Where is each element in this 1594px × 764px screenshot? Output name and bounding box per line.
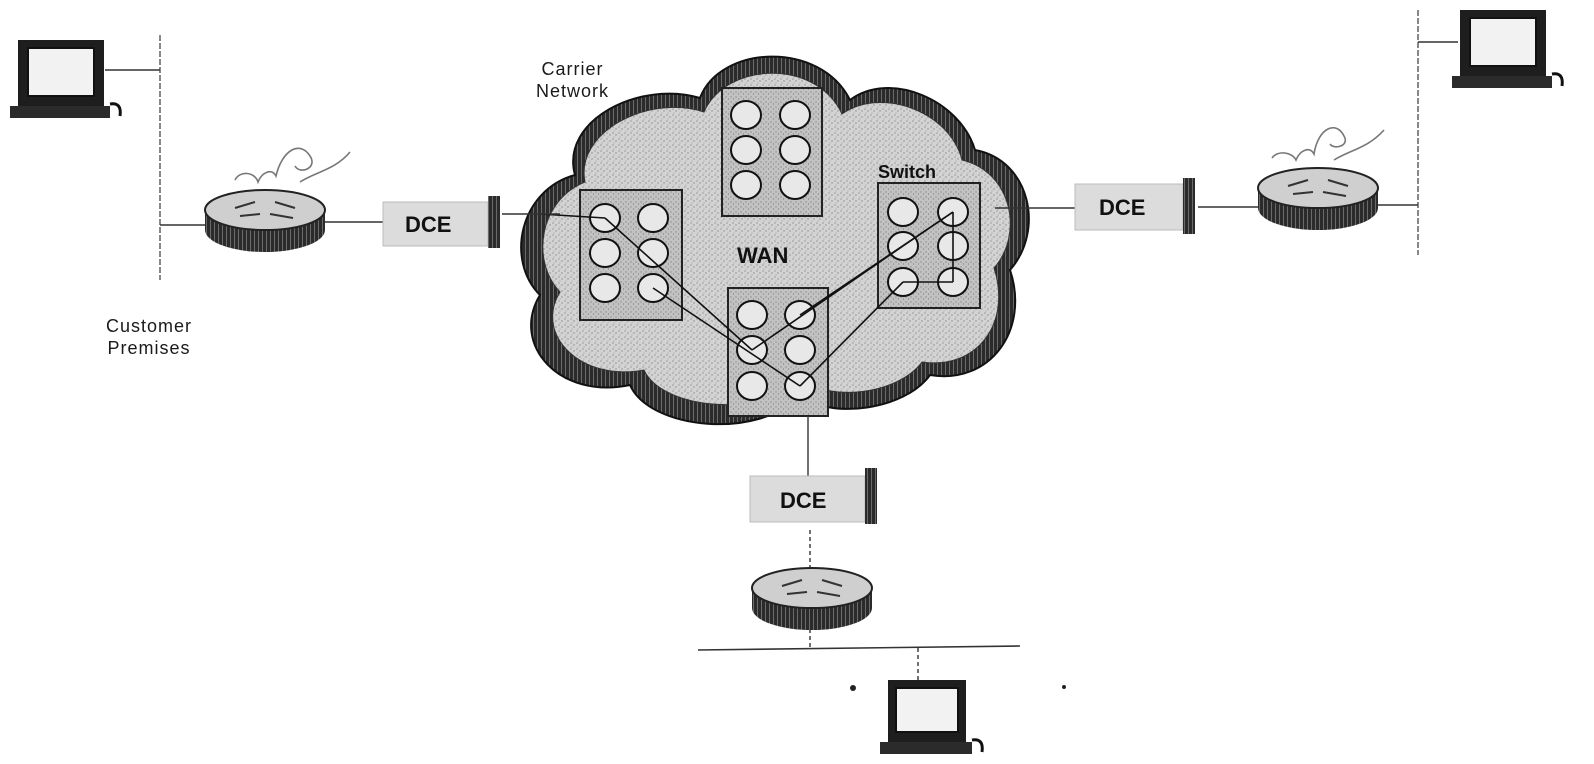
switch-left [580, 190, 682, 320]
router-icon [205, 190, 325, 252]
computer-icon [1452, 10, 1562, 88]
handwritten-annotation [1272, 128, 1384, 160]
switch-top [722, 88, 822, 216]
router-icon [1258, 168, 1378, 230]
right-site [995, 10, 1458, 255]
switch-label: Switch [878, 162, 936, 182]
computer-icon [880, 680, 982, 754]
dce-bottom: DCE [750, 468, 877, 524]
dce-label: DCE [1099, 195, 1145, 220]
switch-right [878, 183, 980, 308]
handwritten-annotation [235, 148, 350, 182]
dce-right: DCE [1075, 178, 1195, 234]
wan-label: WAN [737, 243, 788, 268]
stray-dot [1062, 685, 1066, 689]
carrier-network-label: Carrier Network [536, 58, 609, 102]
dce-label: DCE [405, 212, 451, 237]
customer-premises-label: Customer Premises [106, 315, 192, 359]
dce-label: DCE [780, 488, 826, 513]
stray-dot [850, 685, 856, 691]
computer-icon [10, 40, 120, 118]
bottom-site [698, 416, 1020, 680]
dce-left: DCE [383, 196, 500, 248]
router-icon [752, 568, 872, 630]
